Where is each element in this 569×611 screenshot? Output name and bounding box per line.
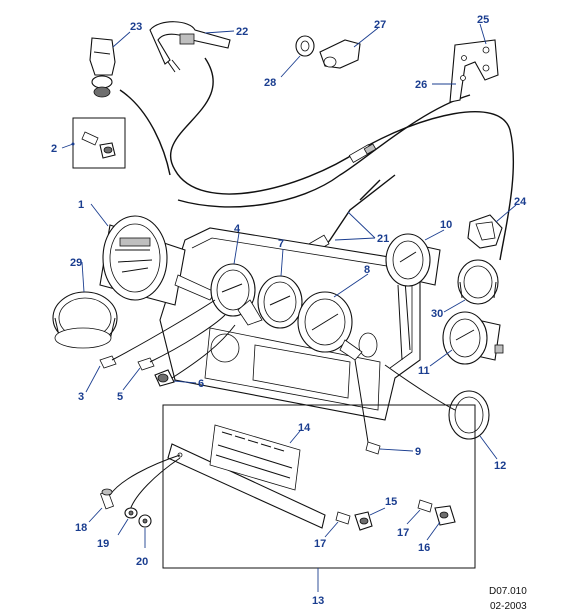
- callout-12: 12: [479, 435, 506, 472]
- svg-text:17: 17: [397, 527, 409, 539]
- callout-7: 7: [278, 238, 284, 277]
- svg-text:12: 12: [494, 460, 506, 472]
- small-gauge-7: [257, 275, 303, 329]
- callout-14: 14: [289, 422, 311, 444]
- callout-24: 24: [495, 196, 527, 223]
- bulbs-15-16-17: [335, 499, 456, 531]
- callout-22: 22: [204, 26, 248, 38]
- svg-text:10: 10: [440, 219, 452, 231]
- svg-text:14: 14: [298, 422, 311, 434]
- small-gauge-4: [210, 263, 263, 326]
- callout-6: 6: [173, 378, 204, 390]
- bezel-ring-29: [52, 291, 118, 349]
- reference-block: D07.010 02-2003: [489, 586, 527, 611]
- svg-text:16: 16: [418, 542, 430, 554]
- printed-circuit-assembly: [109, 404, 476, 569]
- svg-text:11: 11: [418, 365, 430, 377]
- callout-23: 23: [112, 21, 142, 48]
- svg-text:7: 7: [278, 238, 284, 250]
- svg-text:25: 25: [477, 14, 489, 26]
- callout-8: 8: [333, 264, 370, 298]
- svg-text:27: 27: [374, 19, 386, 31]
- callout-13: 13: [312, 568, 324, 607]
- callout-30: 30: [431, 299, 466, 320]
- callout-17-left: 17: [314, 521, 339, 550]
- cable-tie-22: [149, 21, 231, 73]
- gauge-10: [385, 233, 441, 287]
- clip-27-28: [295, 35, 361, 69]
- reference-code: D07.010: [489, 586, 527, 597]
- callout-11: 11: [418, 349, 453, 377]
- fasteners-18-19-20: [99, 488, 152, 528]
- svg-text:18: 18: [75, 522, 87, 534]
- svg-text:23: 23: [130, 21, 142, 33]
- svg-text:17: 17: [314, 538, 326, 550]
- svg-text:21: 21: [377, 233, 389, 245]
- svg-text:4: 4: [234, 223, 241, 235]
- clip-24: [467, 214, 503, 249]
- callout-10: 10: [424, 219, 452, 241]
- bezel-ring-30: [457, 259, 499, 305]
- callout-16: 16: [418, 521, 441, 554]
- callout-20: 20: [136, 528, 148, 568]
- callout-27: 27: [353, 19, 386, 48]
- svg-text:5: 5: [117, 391, 123, 403]
- callout-19: 19: [97, 518, 129, 550]
- svg-text:20: 20: [136, 556, 148, 568]
- callout-5: 5: [117, 367, 141, 403]
- lens-12: [384, 364, 490, 440]
- large-gauge: [99, 215, 216, 306]
- callout-9: 9: [379, 446, 421, 458]
- svg-text:15: 15: [385, 496, 397, 508]
- svg-text:24: 24: [514, 196, 527, 208]
- svg-text:19: 19: [97, 538, 109, 550]
- callout-15: 15: [369, 496, 397, 516]
- svg-text:8: 8: [364, 264, 370, 276]
- callout-17-right: 17: [397, 509, 421, 539]
- callout-28: 28: [264, 55, 301, 89]
- callout-3: 3: [78, 365, 101, 403]
- gauge-11: [442, 311, 504, 365]
- svg-text:29: 29: [70, 257, 82, 269]
- callout-25: 25: [477, 14, 489, 45]
- callout-4: 4: [233, 223, 241, 265]
- gauge-8: [297, 291, 363, 361]
- svg-text:13: 13: [312, 595, 324, 607]
- callout-21: 21: [334, 211, 389, 245]
- bracket-25-26: [449, 39, 499, 103]
- svg-text:26: 26: [415, 79, 427, 91]
- svg-text:1: 1: [78, 199, 84, 211]
- bulbs-3-5-6: [99, 299, 236, 387]
- svg-text:30: 30: [431, 308, 443, 320]
- svg-text:2: 2: [51, 143, 57, 155]
- callout-18: 18: [75, 507, 103, 534]
- bulb-9: [354, 359, 381, 455]
- reference-date: 02-2003: [490, 601, 527, 611]
- callout-26: 26: [415, 79, 456, 91]
- callout-1: 1: [78, 199, 109, 227]
- callout-2: 2: [51, 142, 75, 155]
- svg-text:6: 6: [198, 378, 204, 390]
- connector-23: [89, 37, 116, 98]
- svg-text:3: 3: [78, 391, 84, 403]
- svg-text:28: 28: [264, 77, 276, 89]
- bulb-holder-2: [72, 117, 126, 169]
- svg-text:22: 22: [236, 26, 248, 38]
- svg-text:9: 9: [415, 446, 421, 458]
- callout-29: 29: [70, 257, 85, 293]
